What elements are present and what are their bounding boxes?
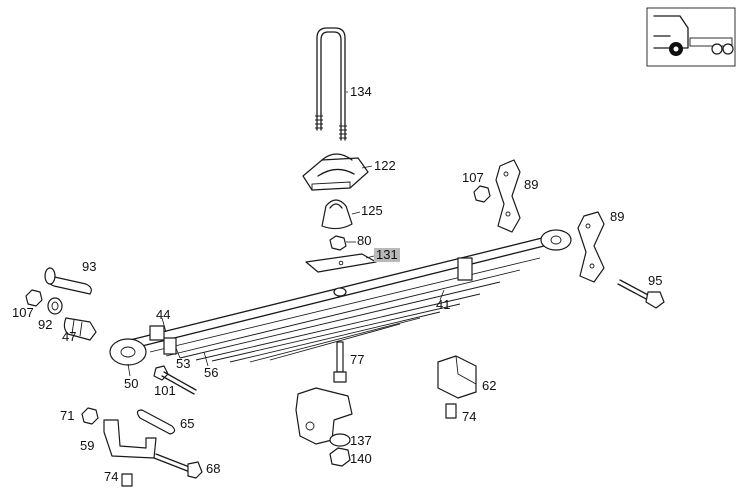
- part-label-107-left: 107: [12, 305, 34, 320]
- part-label-107-top: 107: [462, 170, 484, 185]
- bolt-95-part: [617, 279, 665, 309]
- part-label-95: 95: [648, 273, 663, 288]
- part-label-74-right: 74: [462, 409, 477, 424]
- part-label-53: 53: [176, 356, 191, 371]
- part-label-41: 41: [436, 297, 451, 312]
- bracket-62-part: [437, 355, 477, 419]
- bracket-parts-right: [473, 159, 605, 283]
- bolt-68-part: [153, 453, 203, 479]
- part-label-59: 59: [80, 438, 95, 453]
- part-label-71: 71: [60, 408, 75, 423]
- part-label-131-highlighted[interactable]: 131: [374, 247, 400, 262]
- part-label-140: 140: [350, 451, 372, 466]
- part-label-93: 93: [82, 259, 97, 274]
- part-label-62: 62: [482, 378, 497, 393]
- nut-part: [329, 235, 347, 251]
- part-label-89-top: 89: [524, 177, 539, 192]
- part-label-77: 77: [350, 352, 365, 367]
- leader-lines: [127, 91, 445, 377]
- left-small-parts: [25, 267, 97, 341]
- bolt-101-part: [153, 365, 197, 395]
- u-bolt-part: [315, 27, 347, 141]
- part-label-134: 134: [350, 84, 372, 99]
- part-label-80: 80: [357, 233, 372, 248]
- spacer-plate-part: [305, 253, 377, 273]
- part-label-89-right: 89: [610, 209, 625, 224]
- clamp-plate-part: [302, 153, 369, 191]
- part-label-125: 125: [361, 203, 383, 218]
- part-label-65: 65: [180, 416, 195, 431]
- part-label-74-left: 74: [104, 469, 119, 484]
- part-label-137: 137: [350, 433, 372, 448]
- part-label-44: 44: [156, 307, 171, 322]
- vehicle-position-icon: [646, 7, 736, 67]
- lower-bracket-part: [295, 387, 353, 467]
- centre-bolt-part: [333, 341, 347, 383]
- leaf-spring-assembly: [109, 229, 572, 366]
- part-label-122: 122: [374, 158, 396, 173]
- part-label-101: 101: [154, 383, 176, 398]
- bump-stop-part: [321, 199, 353, 230]
- part-label-50: 50: [124, 376, 139, 391]
- part-label-68: 68: [206, 461, 221, 476]
- lower-left-parts: [81, 407, 176, 487]
- part-label-47: 47: [62, 329, 77, 344]
- part-label-92: 92: [38, 317, 53, 332]
- part-label-56: 56: [204, 365, 219, 380]
